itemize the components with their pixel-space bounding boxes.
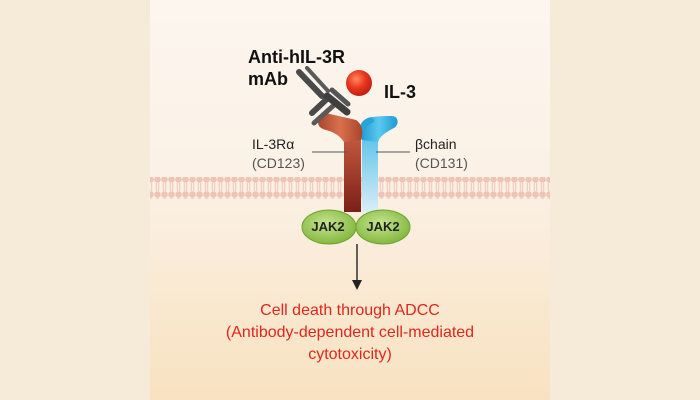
outcome-line-1: Cell death through ADCC [260,302,440,319]
beta-receptor-name: βchain [415,136,457,152]
antibody-label-line1: Anti-hIL-3R [248,47,345,67]
jak2-left-label: JAK2 [311,219,345,234]
jak2-right-label: JAK2 [366,219,400,234]
il3-label: IL-3 [384,82,417,102]
antibody-label-line2: mAb [248,69,288,89]
beta-chain-receptor [359,116,398,212]
beta-receptor-cd: (CD131) [415,155,468,171]
il3-ligand-icon [346,70,372,96]
jak2-right-oval [355,209,411,245]
outcome-line-3: cytotoxicity) [308,346,392,363]
outcome-line-2: (Antibody-dependent cell-mediated [225,324,475,341]
alpha-chain-receptor [317,113,363,212]
antibody-icon [296,66,351,126]
alpha-receptor-name: IL-3Rα [252,136,295,152]
alpha-receptor-cd: (CD123) [252,155,305,171]
down-arrow-icon [352,244,362,290]
